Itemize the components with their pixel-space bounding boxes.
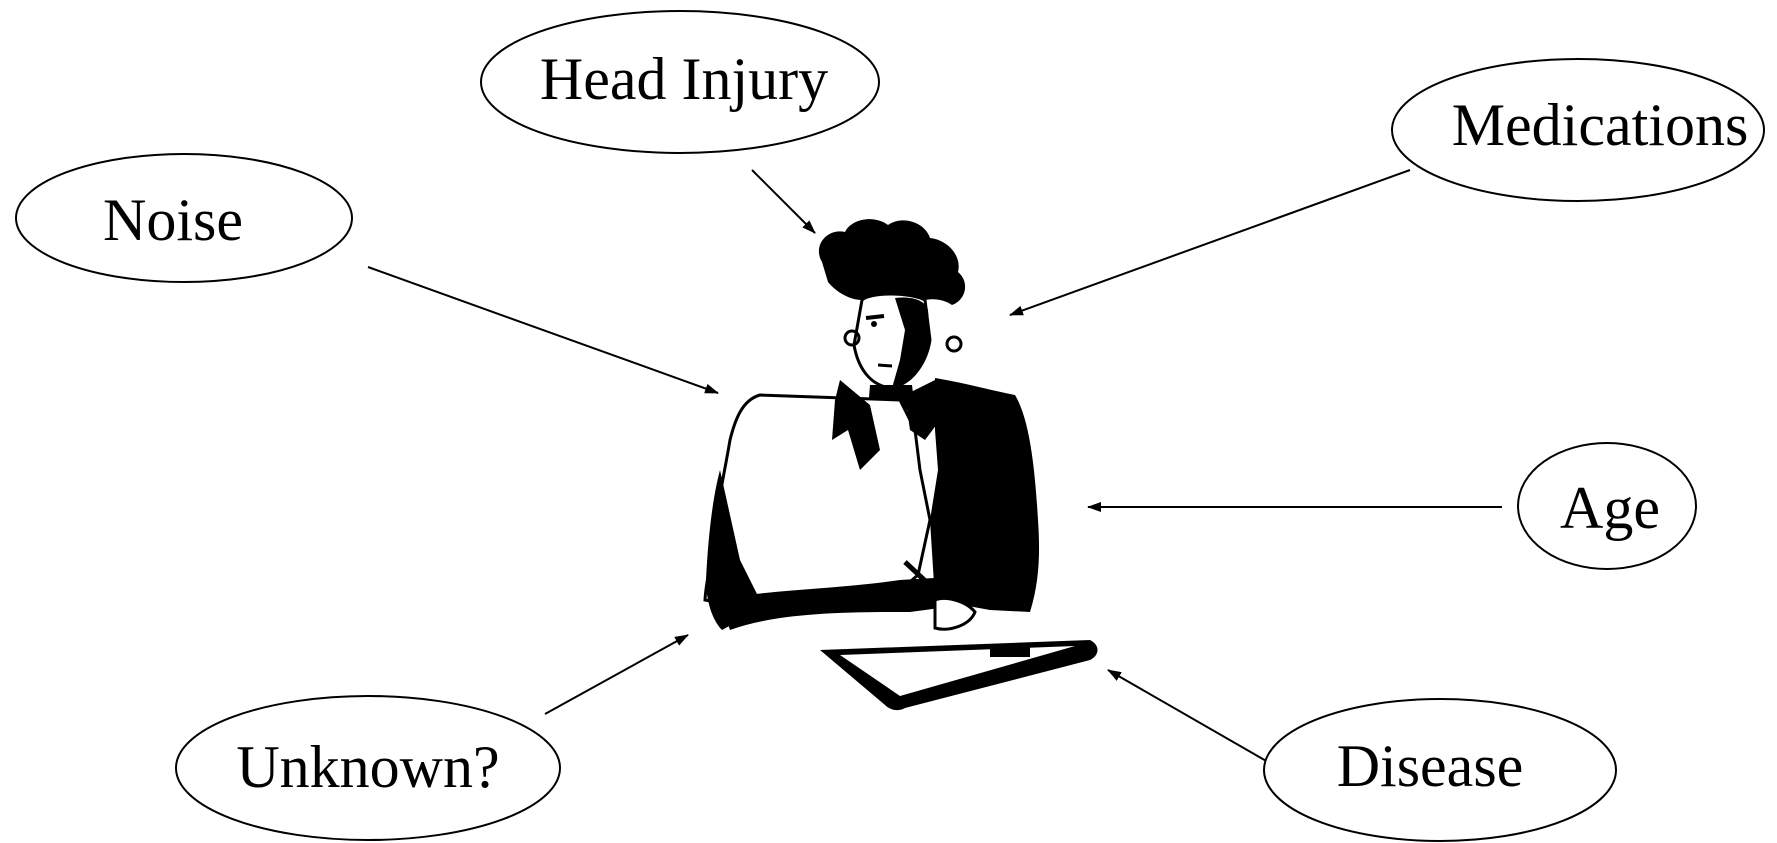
arrow-unknown <box>545 635 688 714</box>
node-noise: Noise <box>16 154 352 282</box>
node-medications: Medications <box>1392 59 1764 201</box>
node-age: Age <box>1518 443 1696 569</box>
node-unknown-label: Unknown? <box>236 734 499 800</box>
woman-figure-illustration <box>705 219 1098 710</box>
node-disease-label: Disease <box>1337 733 1524 799</box>
arrow-head-injury <box>752 170 815 233</box>
node-head-injury-label: Head Injury <box>540 46 828 112</box>
arrow-medications <box>1010 170 1410 315</box>
arrow-disease <box>1108 670 1268 762</box>
node-disease: Disease <box>1264 699 1616 841</box>
node-medications-label: Medications <box>1452 92 1749 158</box>
node-head-injury: Head Injury <box>481 11 879 153</box>
node-age-label: Age <box>1560 475 1660 541</box>
node-noise-label: Noise <box>103 187 243 253</box>
arrow-noise <box>368 267 718 393</box>
node-unknown: Unknown? <box>176 696 560 840</box>
